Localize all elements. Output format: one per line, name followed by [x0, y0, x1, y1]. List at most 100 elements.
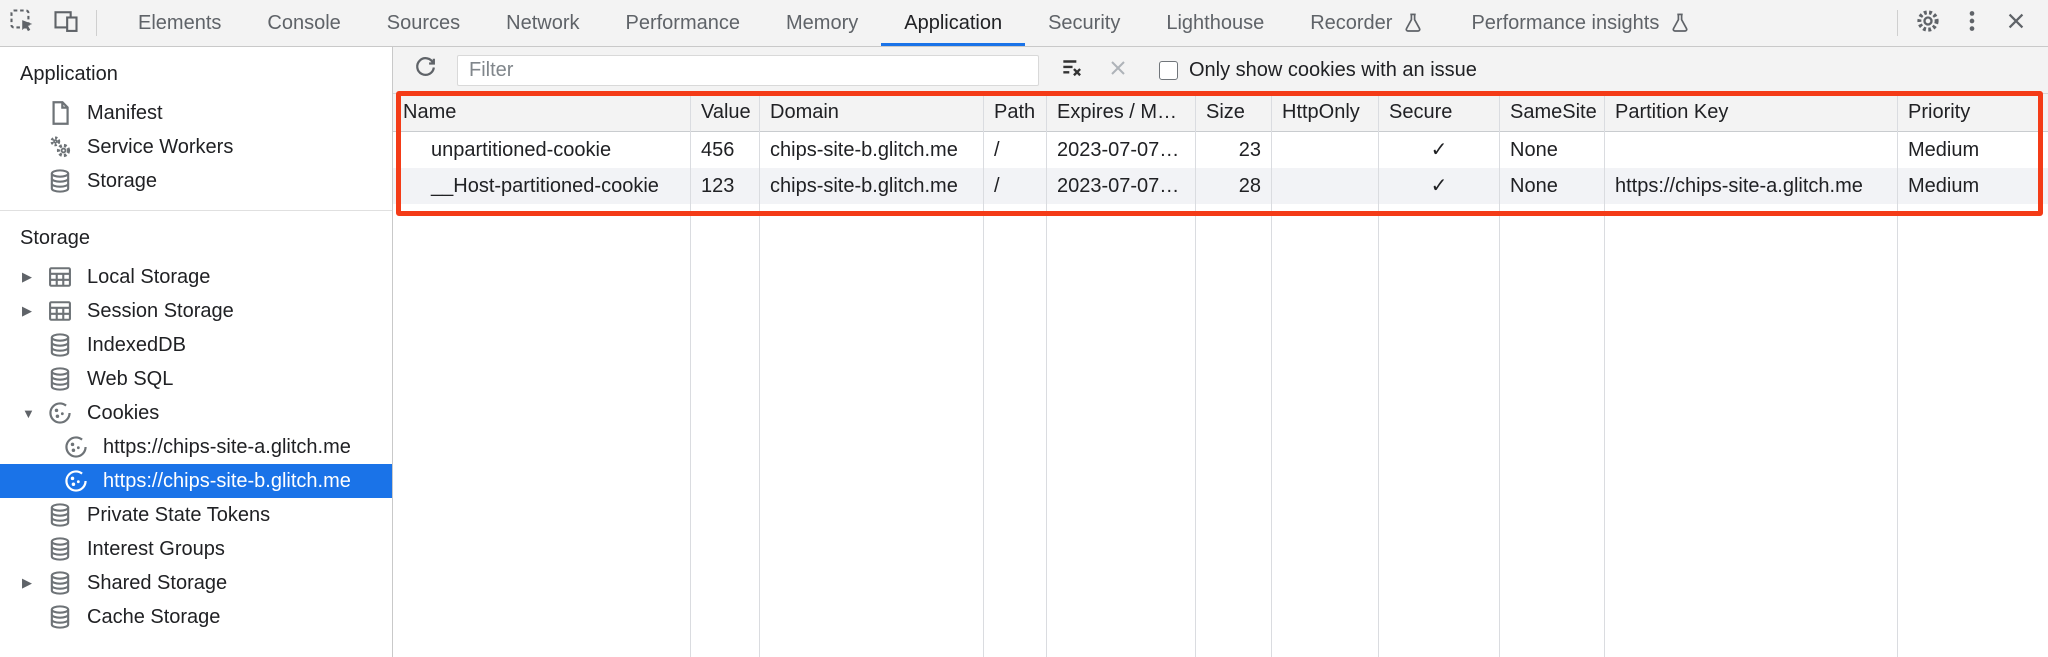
issues-checkbox[interactable]: [1159, 60, 1178, 80]
cell-httponly-row2[interactable]: [1272, 168, 1378, 204]
inspect-element-button[interactable]: [0, 0, 44, 46]
column-path: Path / /: [984, 94, 1047, 657]
tab-label: Console: [267, 11, 341, 34]
more-options-button[interactable]: [1950, 0, 1994, 46]
tab-label: Network: [506, 11, 580, 34]
toolbar-divider: [1897, 10, 1898, 36]
cell-name-row1[interactable]: unpartitioned-cookie: [431, 139, 612, 161]
sidebar-item-private-state-tokens[interactable]: Private State Tokens: [0, 498, 392, 532]
cell-path-row1[interactable]: /: [994, 139, 1000, 161]
tab-elements[interactable]: Elements: [115, 0, 244, 46]
cell-partition-key-row1[interactable]: [1605, 132, 1897, 168]
column-header-samesite[interactable]: SameSite: [1500, 94, 1604, 132]
refresh-icon: [412, 54, 439, 86]
sidebar-item-shared-storage[interactable]: ▶Shared Storage: [0, 566, 392, 600]
tab-label: Sources: [386, 11, 461, 34]
tab-label: Recorder: [1310, 11, 1393, 34]
column-header-value[interactable]: Value: [691, 94, 759, 132]
issues-checkbox-label[interactable]: Only show cookies with an issue: [1189, 58, 1477, 81]
sidebar-item-session-storage[interactable]: ▶Session Storage: [0, 294, 392, 328]
cell-domain-row2[interactable]: chips-site-b.glitch.me: [760, 168, 983, 204]
tab-performance[interactable]: Performance: [603, 0, 764, 46]
chevron-down-icon[interactable]: ▼: [22, 405, 35, 421]
column-header-size[interactable]: Size: [1196, 94, 1271, 132]
cell-samesite-row2[interactable]: None: [1500, 168, 1604, 204]
cell-priority-row2[interactable]: Medium: [1898, 168, 2048, 204]
sidebar-item-https-chips-site-a-glitch-me[interactable]: https://chips-site-a.glitch.me: [0, 430, 392, 464]
tab-label: Performance: [625, 11, 741, 34]
cell-value-row2[interactable]: 123: [691, 168, 759, 204]
cell-expires-m-row1[interactable]: 2023-07-07…: [1057, 139, 1180, 161]
sidebar-item-cookies[interactable]: ▼Cookies: [0, 396, 392, 430]
sidebar-item-label: Cache Storage: [87, 605, 221, 628]
cell-priority-row1[interactable]: Medium: [1908, 139, 1980, 161]
chevron-right-icon[interactable]: ▶: [22, 575, 32, 590]
sidebar-item-manifest[interactable]: Manifest: [0, 96, 392, 130]
cell-secure-row2[interactable]: ✓: [1379, 168, 1499, 204]
sidebar-item-service-workers[interactable]: Service Workers: [0, 130, 392, 164]
column-header-partition-key[interactable]: Partition Key: [1605, 94, 1897, 132]
cell-samesite-row1[interactable]: None: [1510, 139, 1558, 161]
toggle-device-toolbar-button[interactable]: [44, 0, 88, 46]
cell-expires-m-row2[interactable]: 2023-07-07…: [1047, 168, 1195, 204]
cell-value-row1[interactable]: 456: [701, 139, 735, 161]
cell-path-row2[interactable]: /: [984, 168, 1046, 204]
tab-lighthouse[interactable]: Lighthouse: [1143, 0, 1287, 46]
sidebar-item-cache-storage[interactable]: Cache Storage: [0, 600, 392, 634]
sidebar-item-interest-groups[interactable]: Interest Groups: [0, 532, 392, 566]
grid-icon: [46, 263, 74, 291]
tab-label: Elements: [138, 11, 222, 34]
cookie-icon: [62, 467, 90, 495]
tab-sources[interactable]: Sources: [364, 0, 483, 46]
close-devtools-button[interactable]: [1994, 0, 2038, 46]
refresh-button[interactable]: [405, 50, 445, 90]
clear-filter-button[interactable]: [1055, 53, 1089, 87]
cell-secure-row1[interactable]: ✓: [1430, 139, 1448, 161]
clear-filter-icon: [1059, 55, 1085, 86]
column-size: Size 23 28: [1196, 94, 1272, 657]
tab-network[interactable]: Network: [483, 0, 602, 46]
column-header-priority[interactable]: Priority: [1898, 94, 2048, 132]
column-expires-m: Expires / M… 2023-07-07… 2023-07-07…: [1047, 94, 1196, 657]
tab-console[interactable]: Console: [244, 0, 363, 46]
settings-button[interactable]: [1906, 0, 1950, 46]
database-icon: [46, 331, 74, 359]
chevron-right-icon[interactable]: ▶: [22, 269, 32, 284]
column-header-expires-m[interactable]: Expires / M…: [1047, 94, 1195, 132]
filter-input[interactable]: [457, 54, 1039, 86]
tab-security[interactable]: Security: [1025, 0, 1143, 46]
cookie-icon: [46, 399, 74, 427]
column-header-name[interactable]: Name: [393, 94, 690, 132]
sidebar-item-label: Web SQL: [87, 367, 174, 390]
gear-icon: [1914, 7, 1942, 40]
tab-application[interactable]: Application: [881, 0, 1025, 46]
tab-performance-insights[interactable]: Performance insights: [1448, 0, 1715, 46]
database-icon: [46, 501, 74, 529]
sidebar-item-label: IndexedDB: [87, 333, 186, 356]
cookies-panel: Only show cookies with an issue Name unpa…: [393, 47, 2048, 657]
column-header-domain[interactable]: Domain: [760, 94, 983, 132]
sidebar-item-local-storage[interactable]: ▶Local Storage: [0, 260, 392, 294]
cell-partition-key-row2[interactable]: https://chips-site-a.glitch.me: [1605, 168, 1897, 204]
chevron-right-icon[interactable]: ▶: [22, 303, 32, 318]
cell-size-row1[interactable]: 23: [1238, 139, 1261, 161]
tab-recorder[interactable]: Recorder: [1287, 0, 1448, 46]
cell-name-row2[interactable]: __Host-partitioned-cookie: [393, 168, 690, 204]
cell-domain-row1[interactable]: chips-site-b.glitch.me: [770, 139, 958, 161]
column-header-secure[interactable]: Secure: [1379, 94, 1499, 132]
close-icon: [2002, 7, 2030, 40]
tab-memory[interactable]: Memory: [763, 0, 881, 46]
column-header-path[interactable]: Path: [984, 94, 1046, 132]
sidebar-item-web-sql[interactable]: Web SQL: [0, 362, 392, 396]
sidebar-item-indexeddb[interactable]: IndexedDB: [0, 328, 392, 362]
column-httponly: HttpOnly: [1272, 94, 1379, 657]
cell-httponly-row1[interactable]: [1272, 132, 1378, 168]
cell-size-row2[interactable]: 28: [1196, 168, 1271, 204]
sidebar-item-https-chips-site-b-glitch-me[interactable]: https://chips-site-b.glitch.me: [0, 464, 392, 498]
column-header-httponly[interactable]: HttpOnly: [1272, 94, 1378, 132]
clear-all-button[interactable]: [1103, 55, 1133, 85]
sidebar-item-storage[interactable]: Storage: [0, 164, 392, 198]
